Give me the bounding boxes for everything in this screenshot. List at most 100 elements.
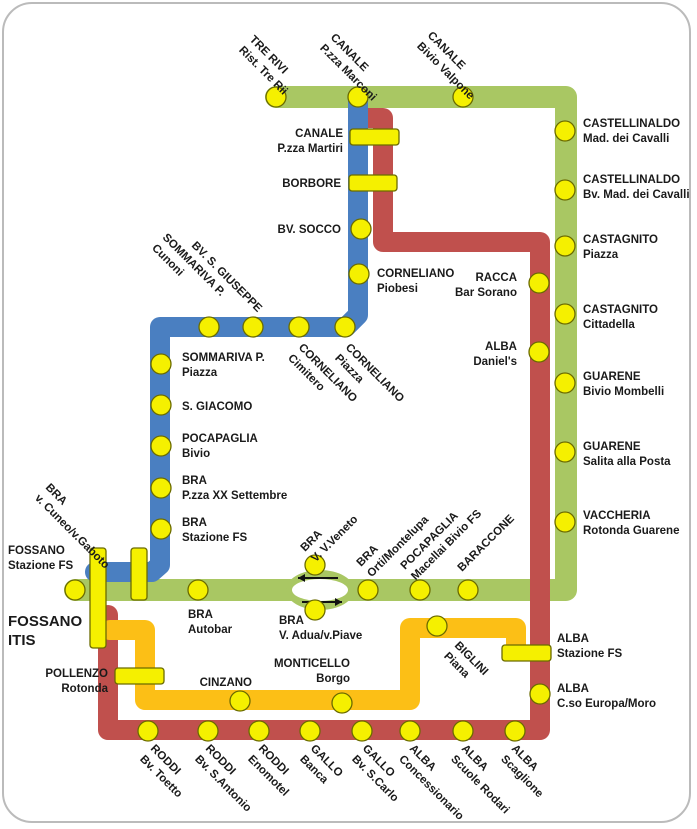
stop-marker-corneliano-cimitero [288,316,310,338]
stop-detail: ITIS [8,632,36,649]
stop-name: CINZANO [200,677,252,689]
stop-name: BRA [279,615,304,627]
stop-label-roddi-enomotel: RODDIEnomotel [245,743,301,799]
stop-detail: Salita alla Posta [583,456,671,468]
stop-name: CASTAGNITO [583,304,658,316]
stop-detail: Bivio [182,448,210,460]
stop-detail: Rotonda Guarene [583,525,679,537]
stop-marker-castagnito-piazza [554,235,576,257]
stop-marker-corneliano-piobesi [348,263,370,285]
stop-marker-guarene-salita [554,441,576,463]
stop-name: ALBA [557,633,589,645]
stop-name: MONTICELLO [274,658,350,670]
stop-detail: P.zza Martiri [277,143,343,155]
interchange-bars [89,128,552,685]
stop-name: FOSSANO [8,545,65,557]
stop-label-canale-martiri: CANALE P.zza Martiri [277,128,343,155]
stop-name: S. GIACOMO [182,401,252,413]
stop-marker-racca [528,272,550,294]
stop-marker-sommariva-piazza [150,353,172,375]
stop-name: CASTELLINALDO [583,118,680,130]
stop-name: GUARENE [583,371,641,383]
stop-marker-bra-autobar [187,579,209,601]
stop-marker-bra-orti [357,579,379,601]
stop-marker-roddi-antonio [197,720,219,742]
interchange-pollenzo [114,667,165,685]
stop-marker-alba-rodari [452,720,474,742]
stop-name: BRA [182,517,207,529]
stop-marker-castagnito-cittadella [554,303,576,325]
stop-label-sommariva-piazza: SOMMARIVA P.Piazza [182,352,265,379]
stop-label-roddi-toetto: RODDIBv. Toetto [137,743,195,801]
stop-marker-canale-valpone [452,86,474,108]
stop-marker-bv-socco [350,218,372,240]
stop-detail: C.so Europa/Moro [557,698,656,710]
stop-detail: Autobar [188,624,233,636]
stop-label-biglini: BIGLINIPiana [441,640,490,689]
stop-detail: Stazione FS [182,532,248,544]
stop-name: RACCA [475,272,517,284]
interchange-canale-martiri [349,128,400,146]
stop-marker-corneliano-piazza [334,316,356,338]
stop-label-alba-europa: ALBA C.so Europa/Moro [557,683,656,710]
stop-marker-sommariva-cunoni [198,316,220,338]
stop-marker-cinzano [229,690,251,712]
stop-label-castellinaldo-bv: CASTELLINALDO Bv. Mad. dei Cavalli [583,174,690,201]
stop-marker-biglini [426,615,448,637]
stop-detail: Cittadella [583,319,635,331]
stop-name: FOSSANO [8,613,83,630]
stop-label-gallo-banca: GALLOBanca [297,743,345,791]
stop-label-castagnito-cittadella: CASTAGNITO Cittadella [583,304,658,331]
stop-marker-castellinaldo-mad [554,120,576,142]
stop-marker-roddi-toetto [137,720,159,742]
stop-label-bv-socco: BV. SOCCO [278,224,342,236]
stop-marker-bra-veneto [304,554,326,576]
stop-marker-roddi-enomotel [248,720,270,742]
stop-marker-fossano-stazione [64,579,86,601]
stop-detail: Mad. dei Cavalli [583,133,669,145]
stop-name: BORBORE [282,178,341,190]
stop-label-bra-stazione: BRA Stazione FS [182,517,248,544]
stop-marker-gallo-banca [299,720,321,742]
stop-label-fossano-stazione: FOSSANO Stazione FS [8,545,74,572]
stop-name: SOMMARIVA P. [182,352,265,364]
stop-label-guarene-mombelli: GUARENE Bivio Mombelli [583,371,664,398]
stop-detail: Stazione FS [8,560,74,572]
stop-label-cinzano: CINZANO [200,677,252,689]
interchange-fossano [89,547,107,649]
stop-name: ALBA [557,683,589,695]
blue-line [85,87,368,582]
stop-label-castellinaldo-mad: CASTELLINALDO Mad. dei Cavalli [583,118,680,145]
stop-marker-alba-concessionario [399,720,421,742]
stop-marker-monticello [331,692,353,714]
stop-marker-vaccheria [554,511,576,533]
stop-name: CANALE [295,128,343,140]
stop-marker-pocapaglia-bivio [150,435,172,457]
stop-label-corneliano-piazza: CORNELIANOPiazza [332,342,406,416]
stop-marker-bv-s-giuseppe [242,316,264,338]
stop-name: CASTELLINALDO [583,174,680,186]
stop-detail: Bar Sorano [455,287,517,299]
stop-marker-alba-daniels [528,341,550,363]
interchange-bra-cuneo [130,547,148,601]
stop-label-bra-cuneo: BRAv. Cuneo/v.Gaboto [32,482,122,572]
stop-name: BV. SOCCO [278,224,342,236]
stop-detail: Rotonda [61,683,108,695]
stop-detail: Bivio Mombelli [583,386,664,398]
stop-label-gallo-carlo: GALLOBv. S.Carlo [349,743,411,805]
stop-detail: Bv. Mad. dei Cavalli [583,189,690,201]
stop-marker-pocapaglia-macellai [409,579,431,601]
stop-marker-tre-rivi [265,86,287,108]
stop-marker-alba-scaglione [504,720,526,742]
